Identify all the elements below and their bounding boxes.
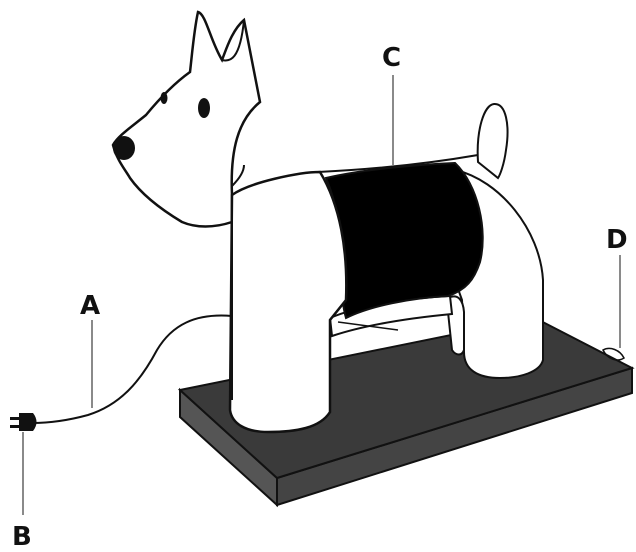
- ear-inner: [221, 19, 245, 62]
- belly-shadow: [337, 321, 399, 331]
- plug-prong-bottom: [10, 425, 20, 428]
- plug: [10, 413, 37, 431]
- nose: [113, 136, 135, 160]
- label-a: A: [80, 291, 100, 321]
- label-d: D: [606, 225, 628, 255]
- label-c: C: [382, 43, 401, 73]
- power-cord: [31, 314, 233, 424]
- left-eye: [160, 92, 168, 104]
- head-and-front-body: [111, 10, 262, 228]
- right-eye: [198, 98, 210, 118]
- front-body: [228, 170, 348, 434]
- plug-prong-top: [10, 417, 20, 420]
- tail: [476, 103, 509, 180]
- leader-lines: [22, 75, 621, 515]
- back-line: [317, 154, 479, 173]
- cord-end-d: [602, 347, 625, 361]
- mouth: [231, 164, 245, 187]
- label-b: B: [12, 522, 32, 552]
- plug-body: [19, 413, 37, 431]
